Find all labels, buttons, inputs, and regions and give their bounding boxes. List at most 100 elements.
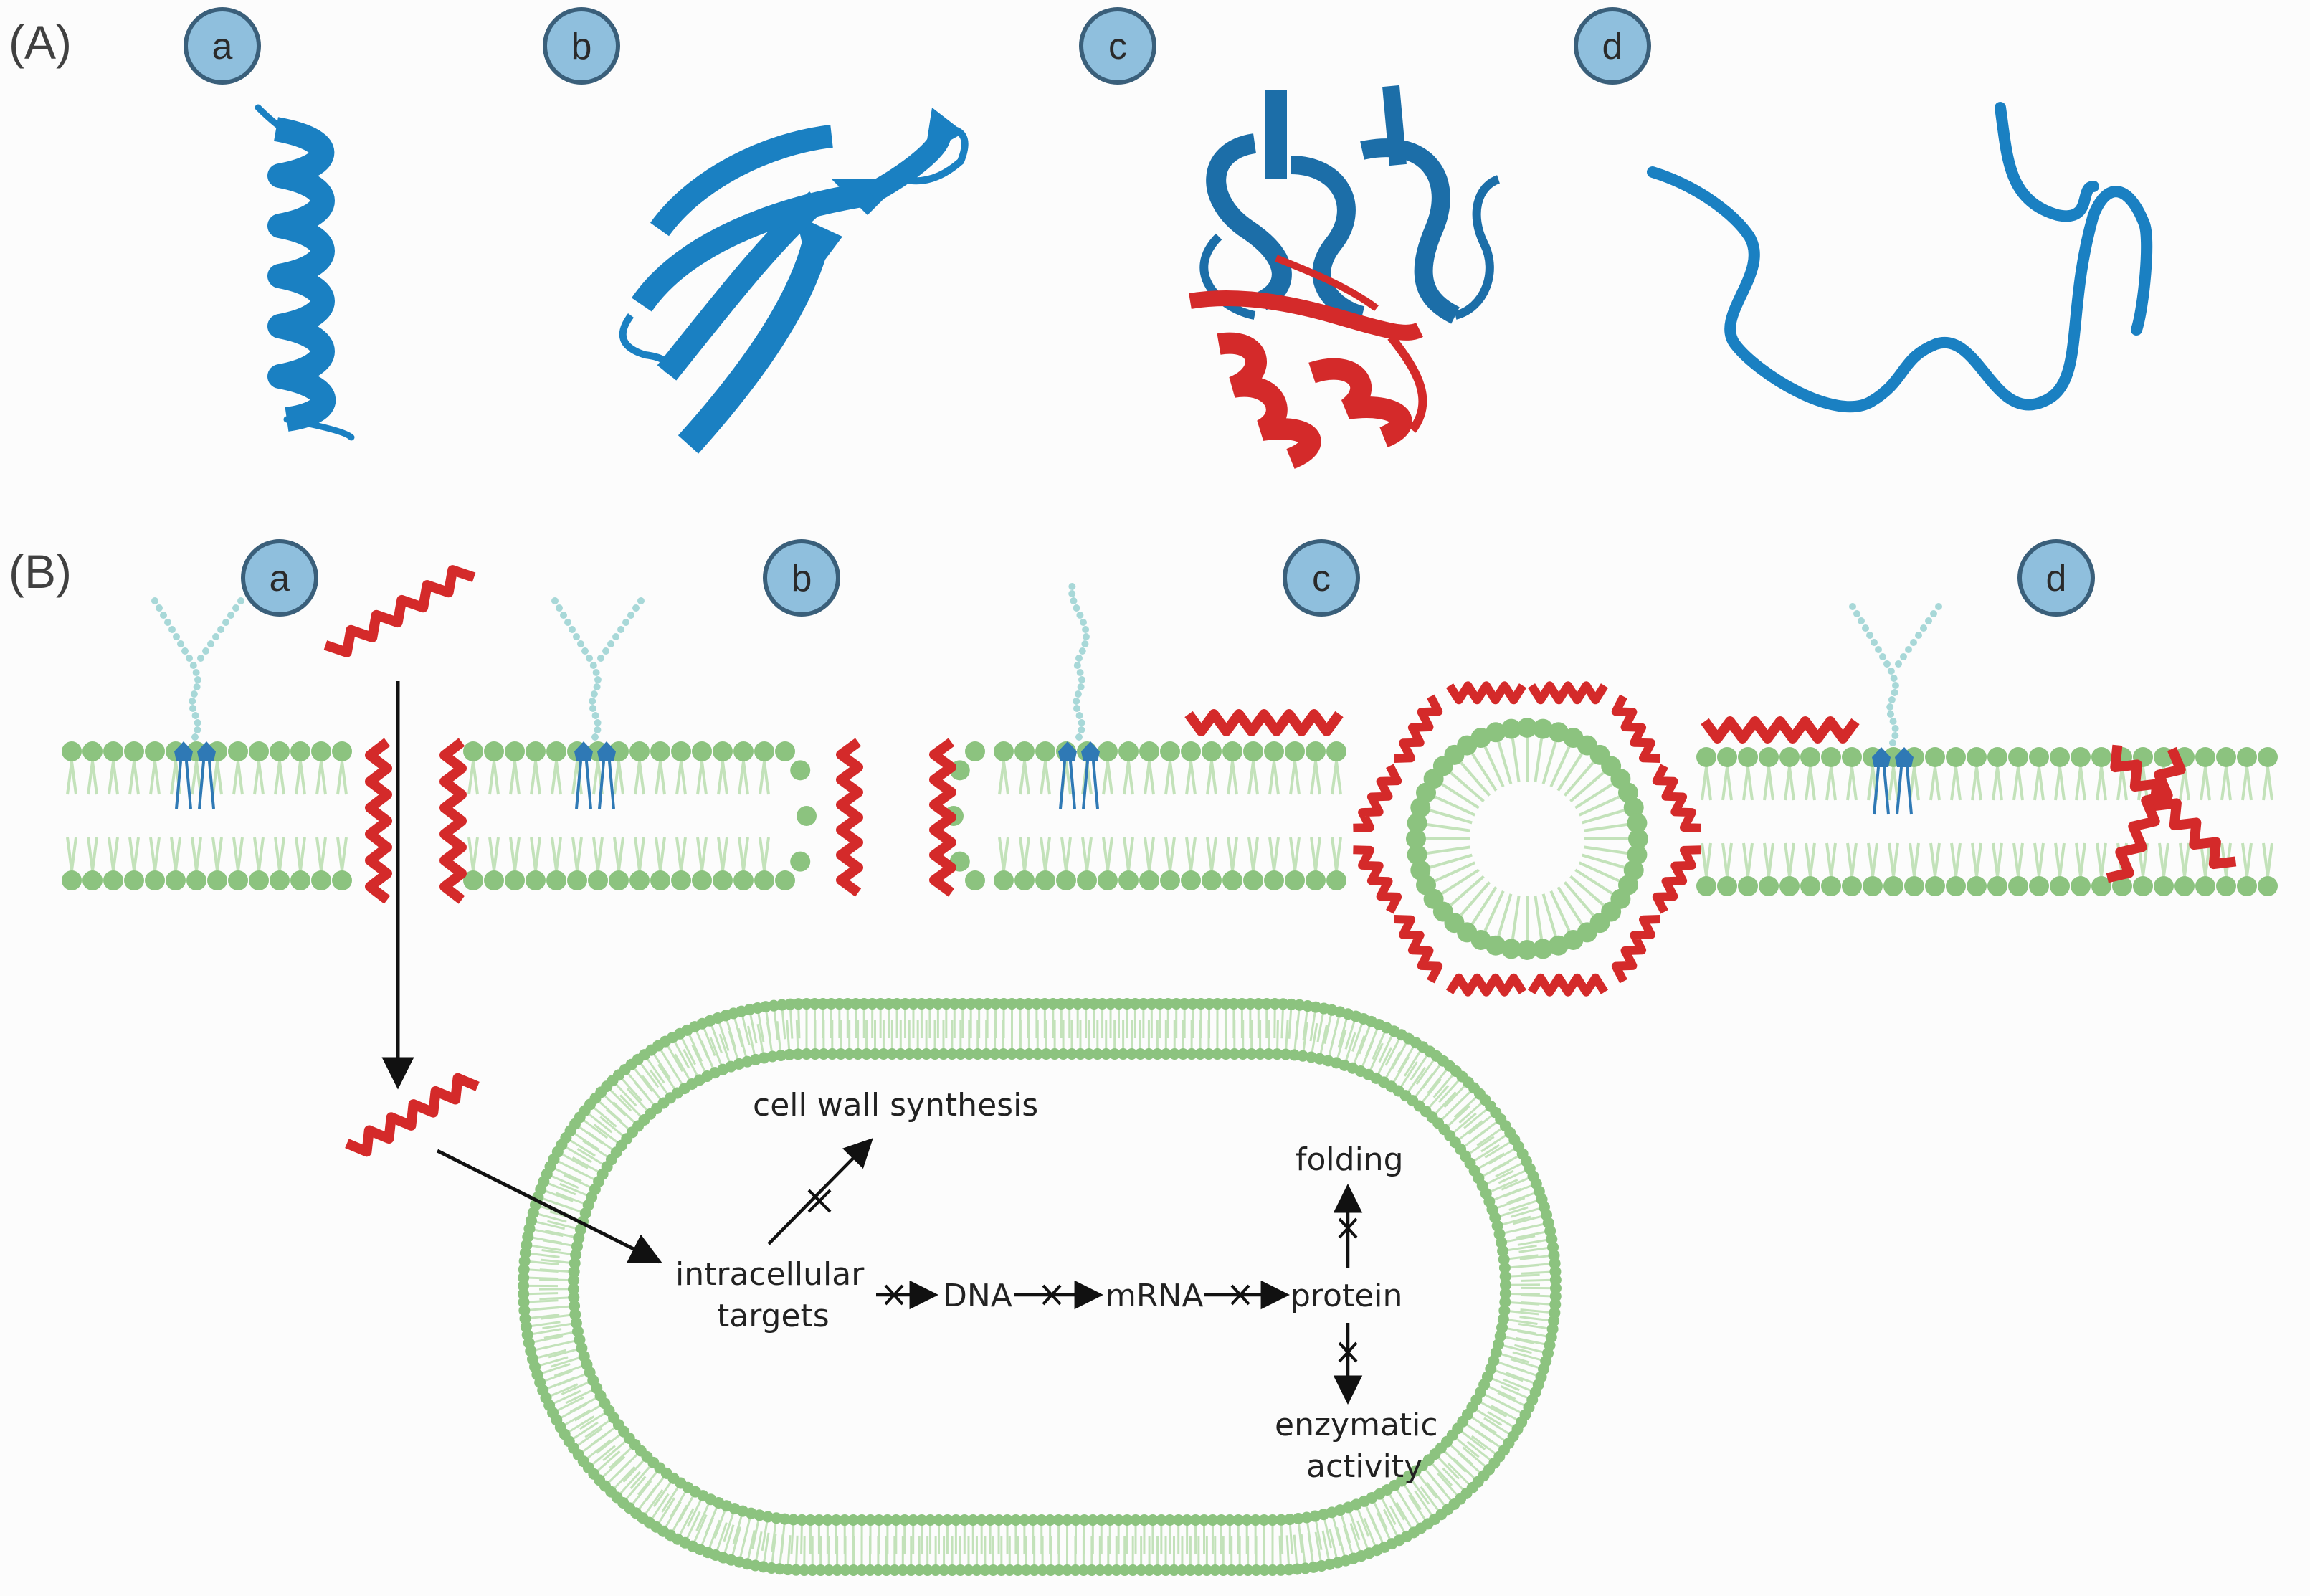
lipid-tail <box>638 761 645 795</box>
lipid-tail <box>1583 845 1627 855</box>
lipid-tail <box>659 761 666 795</box>
lipid-tail <box>684 1511 701 1544</box>
lipid-head <box>570 1317 582 1329</box>
lipid-head <box>1121 1514 1133 1526</box>
lipid-head <box>518 1271 530 1283</box>
lipid-tail <box>1288 1519 1293 1554</box>
lipid-tail <box>1480 1131 1511 1153</box>
lipid-tail <box>741 1513 753 1547</box>
lipid-tail <box>1471 1406 1503 1426</box>
membrane-segments <box>62 741 2278 896</box>
lipid-tail <box>1488 1146 1519 1165</box>
lipid-tail <box>70 761 77 795</box>
lipid-tail <box>1427 1065 1451 1094</box>
lipid-tail <box>1400 1480 1422 1511</box>
lipid-head <box>1151 1564 1164 1576</box>
lipid-tail <box>1850 766 1858 801</box>
lipid-tail <box>1427 845 1471 855</box>
lipid-head <box>1074 1048 1086 1060</box>
lipid-tail <box>539 1268 574 1273</box>
glycan-unit <box>581 647 589 655</box>
lipid-tail <box>493 761 500 795</box>
lipid-tail <box>1210 837 1217 871</box>
toroidal-pore <box>1353 681 1701 997</box>
lipid-tail <box>1002 837 1009 871</box>
lipid-tail <box>1434 861 1476 883</box>
lipid-tail <box>513 837 521 871</box>
lipid-head <box>1069 1564 1081 1576</box>
lipid-tail <box>612 1080 637 1107</box>
lipid-tail <box>543 1330 579 1339</box>
lipid-tail <box>576 837 583 871</box>
lipid-tail <box>1954 766 1962 801</box>
glycan-unit <box>164 619 171 626</box>
lipid-tail <box>539 1369 573 1384</box>
peptide-barrel-a-2 <box>439 738 467 904</box>
lipid-tail <box>1467 1413 1497 1435</box>
lipid-tail <box>1425 1085 1450 1113</box>
membrane-segment-a-left <box>62 741 352 890</box>
peptide-toroidal-c <box>929 738 956 897</box>
peptide-aggregate-2 <box>2106 746 2186 883</box>
lipid-head <box>1186 1048 1198 1060</box>
lipid-head <box>1225 1564 1237 1576</box>
lipid-tail <box>527 1328 562 1336</box>
lipid-head <box>1215 1514 1227 1526</box>
lipid-head <box>1250 1514 1262 1526</box>
lipid-tail <box>2058 842 2066 877</box>
lipid-tail <box>1746 766 1754 801</box>
lipid-tail <box>723 1508 736 1542</box>
lipid-head <box>826 1048 838 1060</box>
lipid-tail <box>1563 881 1594 916</box>
lipid-head <box>1549 1265 1562 1278</box>
lipid-head <box>2071 876 2091 896</box>
lipid-head <box>881 1514 893 1526</box>
lipid-head <box>1967 747 1987 767</box>
lipid-tail <box>1106 761 1113 795</box>
lipid-tail <box>1500 1385 1533 1401</box>
lipid-head <box>1267 1514 1278 1526</box>
glycan-unit <box>1074 690 1082 698</box>
lipid-head <box>993 1514 1005 1526</box>
lipid-head <box>981 998 994 1010</box>
lipid-head <box>1628 829 1648 849</box>
enzymatic-label-line2: activity <box>1306 1448 1422 1485</box>
glycan-unit <box>551 597 559 604</box>
lipid-tail <box>1975 766 1982 801</box>
lipid-head <box>1232 1514 1245 1526</box>
lipid-head <box>1035 1514 1047 1526</box>
lipid-tail <box>1465 1136 1495 1157</box>
glycan-unit <box>1920 624 1927 632</box>
lipid-head <box>817 998 829 1010</box>
glycan-unit <box>1082 633 1090 640</box>
lipid-head <box>526 870 546 890</box>
lipid-tail <box>299 761 306 795</box>
lipid-tail <box>1450 771 1485 803</box>
glycan-unit <box>617 626 624 633</box>
lipid-head <box>1044 1514 1056 1526</box>
lipid-head <box>1499 1296 1511 1308</box>
lipid-head <box>1306 870 1326 890</box>
lipid-head <box>1549 1282 1562 1294</box>
lipid-head <box>2237 747 2257 767</box>
lipid-head <box>1501 718 1521 739</box>
lipid-head <box>873 1514 885 1526</box>
lipid-tail <box>1549 746 1571 788</box>
glycan-unit <box>1910 639 1917 646</box>
lipid-tail <box>686 1495 704 1527</box>
pathway-arrows <box>767 1138 1363 1405</box>
lipid-head <box>1006 998 1018 1010</box>
lipid-head <box>1696 876 1716 896</box>
lipid-tail <box>1356 1520 1371 1554</box>
glycan-unit <box>1077 683 1085 690</box>
panel-a-label: (A) <box>9 16 72 69</box>
lipid-head <box>228 870 248 890</box>
lipid-tail <box>721 761 728 795</box>
glycan-unit <box>637 597 645 604</box>
lipid-head <box>1198 1514 1210 1526</box>
glycan-unit <box>1866 632 1873 639</box>
lipid-tail <box>1830 842 1837 877</box>
glycan-unit <box>612 633 619 640</box>
lipid-tail <box>704 1502 720 1535</box>
lipid-head <box>82 741 103 761</box>
